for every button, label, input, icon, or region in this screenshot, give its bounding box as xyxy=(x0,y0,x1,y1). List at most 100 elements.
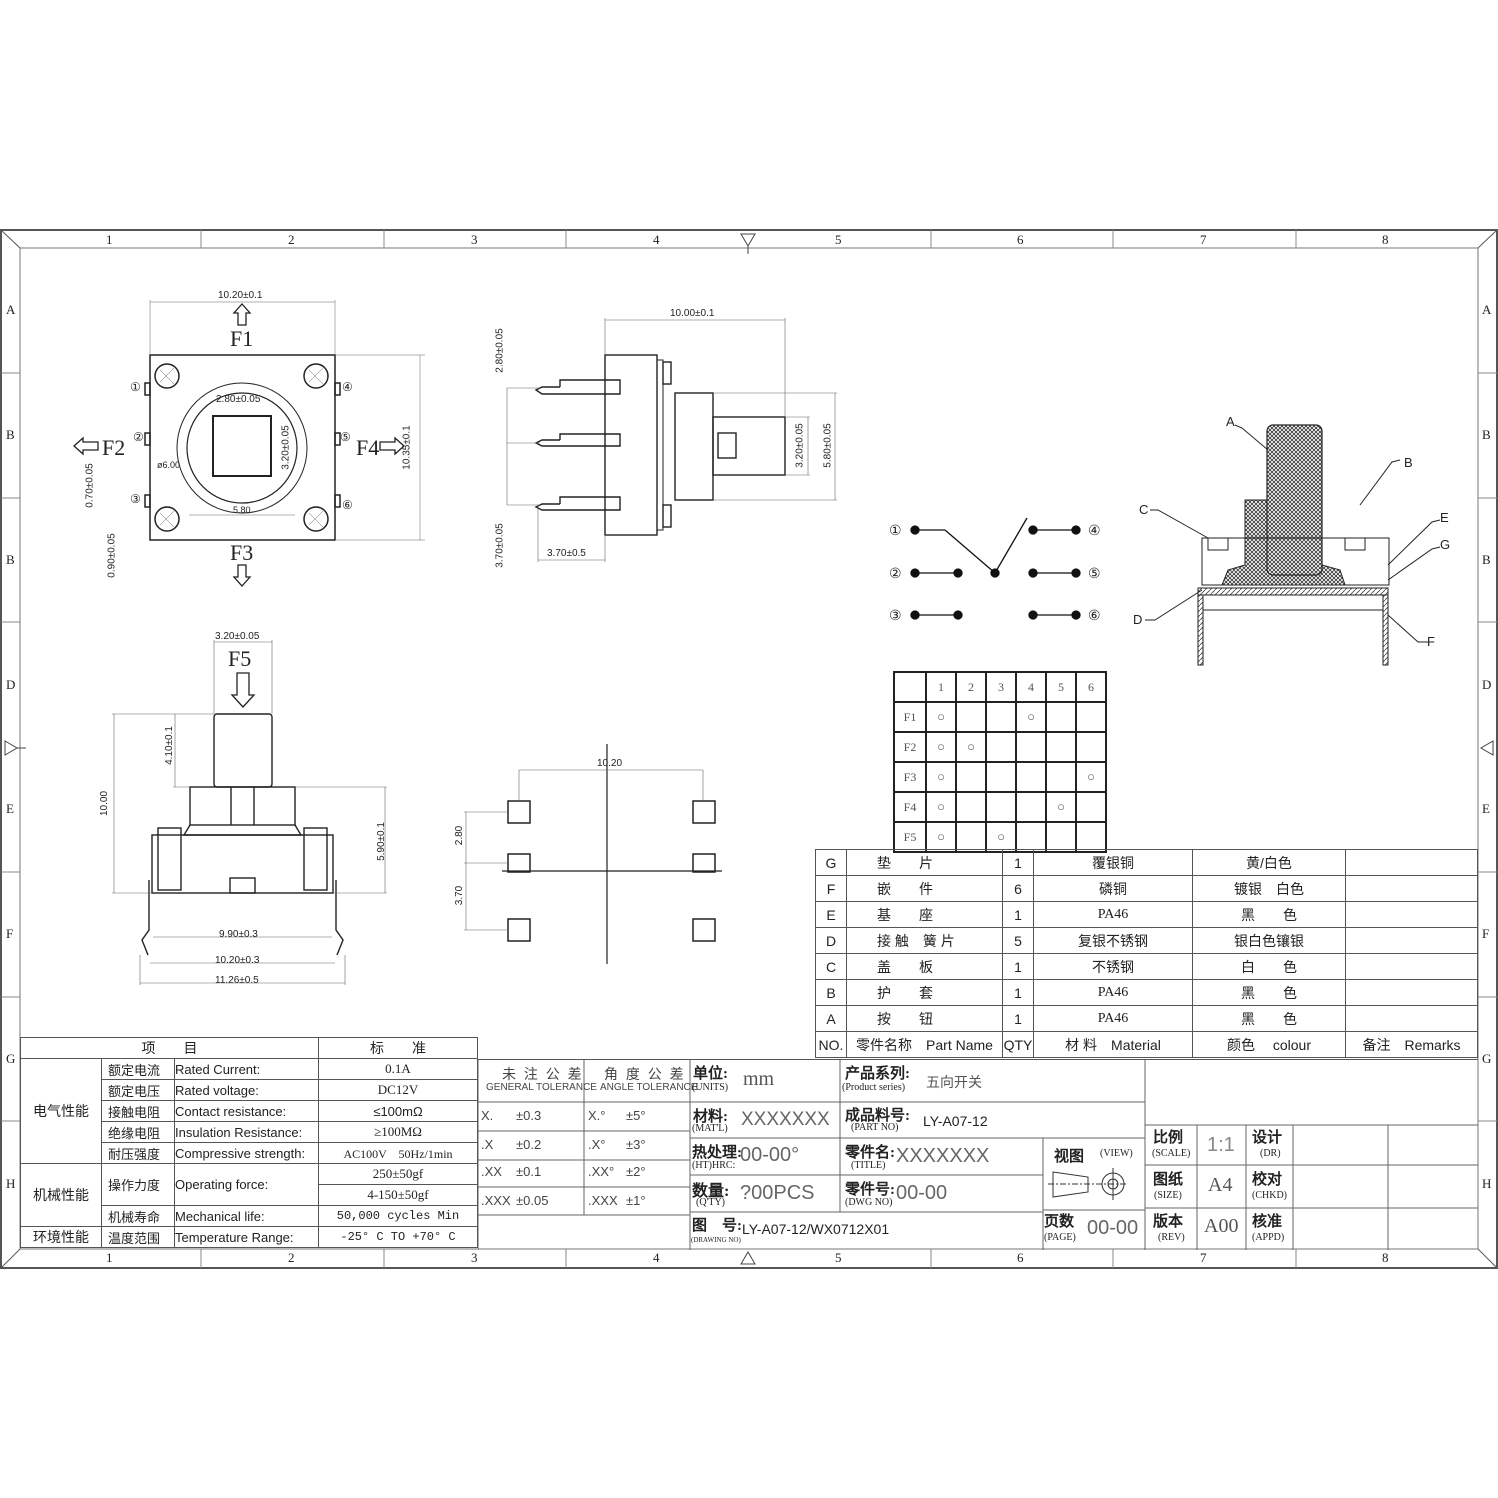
material-value: XXXXXXX xyxy=(741,1109,830,1130)
col-label: 5 xyxy=(835,232,842,247)
truth-table-cell xyxy=(955,821,987,853)
truth-table-cell: ○ xyxy=(1075,761,1107,793)
pin-4-label: ④ xyxy=(342,380,353,394)
spec-header: 项 目 标 准 xyxy=(20,1037,478,1059)
bom-cell-no: B xyxy=(815,979,847,1006)
pin-5-label: ⑤ xyxy=(340,430,351,444)
force-f1-label: F1 xyxy=(230,326,254,351)
truth-table-cell xyxy=(1045,731,1077,763)
row-label: F xyxy=(1482,926,1490,941)
row-label: E xyxy=(1482,801,1490,816)
dim-width: 10.20±0.1 xyxy=(218,290,263,301)
bom-cell-colour: 黑 色 xyxy=(1192,979,1346,1006)
section-label-g: G xyxy=(1440,537,1451,552)
checker-signature-field[interactable] xyxy=(1294,1166,1387,1207)
row-label: D xyxy=(6,677,16,692)
bom-cell-colour: 黑 色 xyxy=(1192,1005,1346,1032)
truth-table-cell xyxy=(1075,731,1107,763)
row-label: B xyxy=(1482,552,1491,567)
title-value: XXXXXXX xyxy=(896,1145,990,1167)
truth-table-row: F3○○ xyxy=(893,761,1107,793)
bom-cell-material: PA46 xyxy=(1033,979,1193,1006)
col-label: 6 xyxy=(1017,232,1024,247)
dwg-no-value: 00-00 xyxy=(896,1182,948,1204)
col-label: 3 xyxy=(471,1250,478,1265)
schematic-pin-2: ② xyxy=(889,565,902,581)
bom-cell-qty: 1 xyxy=(1002,979,1034,1006)
truth-table-row: F2○○ xyxy=(893,731,1107,763)
truth-table-cell xyxy=(1045,761,1077,793)
section-label-b: B xyxy=(1404,455,1413,470)
dim-body-h: 5.90±0.1 xyxy=(375,822,387,861)
approver-signature-field[interactable] xyxy=(1294,1209,1387,1249)
truth-table-cell xyxy=(1015,791,1047,823)
truth-table-cell xyxy=(985,791,1017,823)
dim-inner-span: 5.80 xyxy=(233,505,251,515)
truth-table-cell: ○ xyxy=(925,701,957,733)
bom-cell-no: G xyxy=(815,849,847,876)
spec-group: 环境性能 xyxy=(20,1226,102,1248)
col-label: 1 xyxy=(106,1250,113,1265)
section-label-d: D xyxy=(1133,612,1143,627)
bom-header: NO. 零件名称 Part Name QTY 材 料 Material 颜色 c… xyxy=(815,1031,1478,1058)
row-label: D xyxy=(1482,677,1492,692)
dim-length: 10.00±0.1 xyxy=(670,308,715,319)
angle-tolerance-label: 角 度 公 差 xyxy=(604,1066,686,1082)
pin-6-label: ⑥ xyxy=(342,498,353,512)
spec-group: 机械性能 xyxy=(20,1163,102,1227)
dim-total-h: 10.00 xyxy=(99,790,111,817)
bom-cell-name: 盖 板 xyxy=(846,953,1003,980)
col-label: 8 xyxy=(1382,1250,1389,1265)
bom-cell-remarks xyxy=(1345,875,1478,902)
bom-cell-material: 覆银铜 xyxy=(1033,849,1193,876)
truth-table-cell xyxy=(955,701,987,733)
bom-cell-no: D xyxy=(815,927,847,954)
truth-table-header: 1 2 3 4 5 6 xyxy=(893,671,1107,703)
schematic-pin-6: ⑥ xyxy=(1088,607,1101,623)
truth-table-row: F4○○ xyxy=(893,791,1107,823)
title-block: 未 注 公 差 GENERAL TOLERANCE 角 度 公 差 ANGLE … xyxy=(478,1059,1478,1250)
truth-table-cell xyxy=(1075,821,1107,853)
bom-cell-no: C xyxy=(815,953,847,980)
units-value: mm xyxy=(743,1068,775,1090)
quantity-value: ?00PCS xyxy=(740,1182,815,1204)
truth-table: 1 2 3 4 5 6 F1○○F2○○F3○○F4○○F5○○ xyxy=(893,671,1107,853)
top-view-drawing xyxy=(73,300,425,587)
bom-cell-name: 垫 片 xyxy=(846,849,1003,876)
dim-diameter: ø6.00 xyxy=(157,460,181,470)
bom-cell-no: F xyxy=(815,875,847,902)
bom-cell-colour: 黄/白色 xyxy=(1192,849,1346,876)
truth-table-cell xyxy=(1015,821,1047,853)
section-drawing xyxy=(1145,424,1441,666)
truth-table-cell: ○ xyxy=(985,821,1017,853)
sheet-size-value: A4 xyxy=(1208,1174,1233,1196)
dim-footprint-pitch-a: 2.80 xyxy=(454,825,466,846)
section-label-c: C xyxy=(1139,502,1149,517)
truth-table-cell xyxy=(1015,731,1047,763)
footprint-drawing xyxy=(464,744,722,964)
page-value: 00-00 xyxy=(1087,1217,1139,1239)
bom-cell-colour: 镀银 白色 xyxy=(1192,875,1346,902)
front-view-drawing xyxy=(112,640,387,985)
row-label: B xyxy=(1482,427,1491,442)
bom-cell-no: E xyxy=(815,901,847,928)
product-series-value: 五向开关 xyxy=(926,1074,982,1090)
heat-treatment-value: 00-00° xyxy=(740,1144,800,1166)
col-label: 2 xyxy=(288,232,295,247)
bom-cell-colour: 黑 色 xyxy=(1192,901,1346,928)
bom-cell-material: 复银不锈钢 xyxy=(1033,927,1193,954)
schematic-drawing xyxy=(910,517,1081,620)
dim-w3: 11.26±0.5 xyxy=(215,975,259,986)
truth-table-cell: ○ xyxy=(925,791,957,823)
bom-cell-no: A xyxy=(815,1005,847,1032)
row-label: H xyxy=(6,1176,16,1191)
bom-cell-colour: 银白色镶银 xyxy=(1192,927,1346,954)
row-label: E xyxy=(6,801,14,816)
truth-table-cell xyxy=(1015,761,1047,793)
designer-signature-field[interactable] xyxy=(1294,1126,1387,1164)
